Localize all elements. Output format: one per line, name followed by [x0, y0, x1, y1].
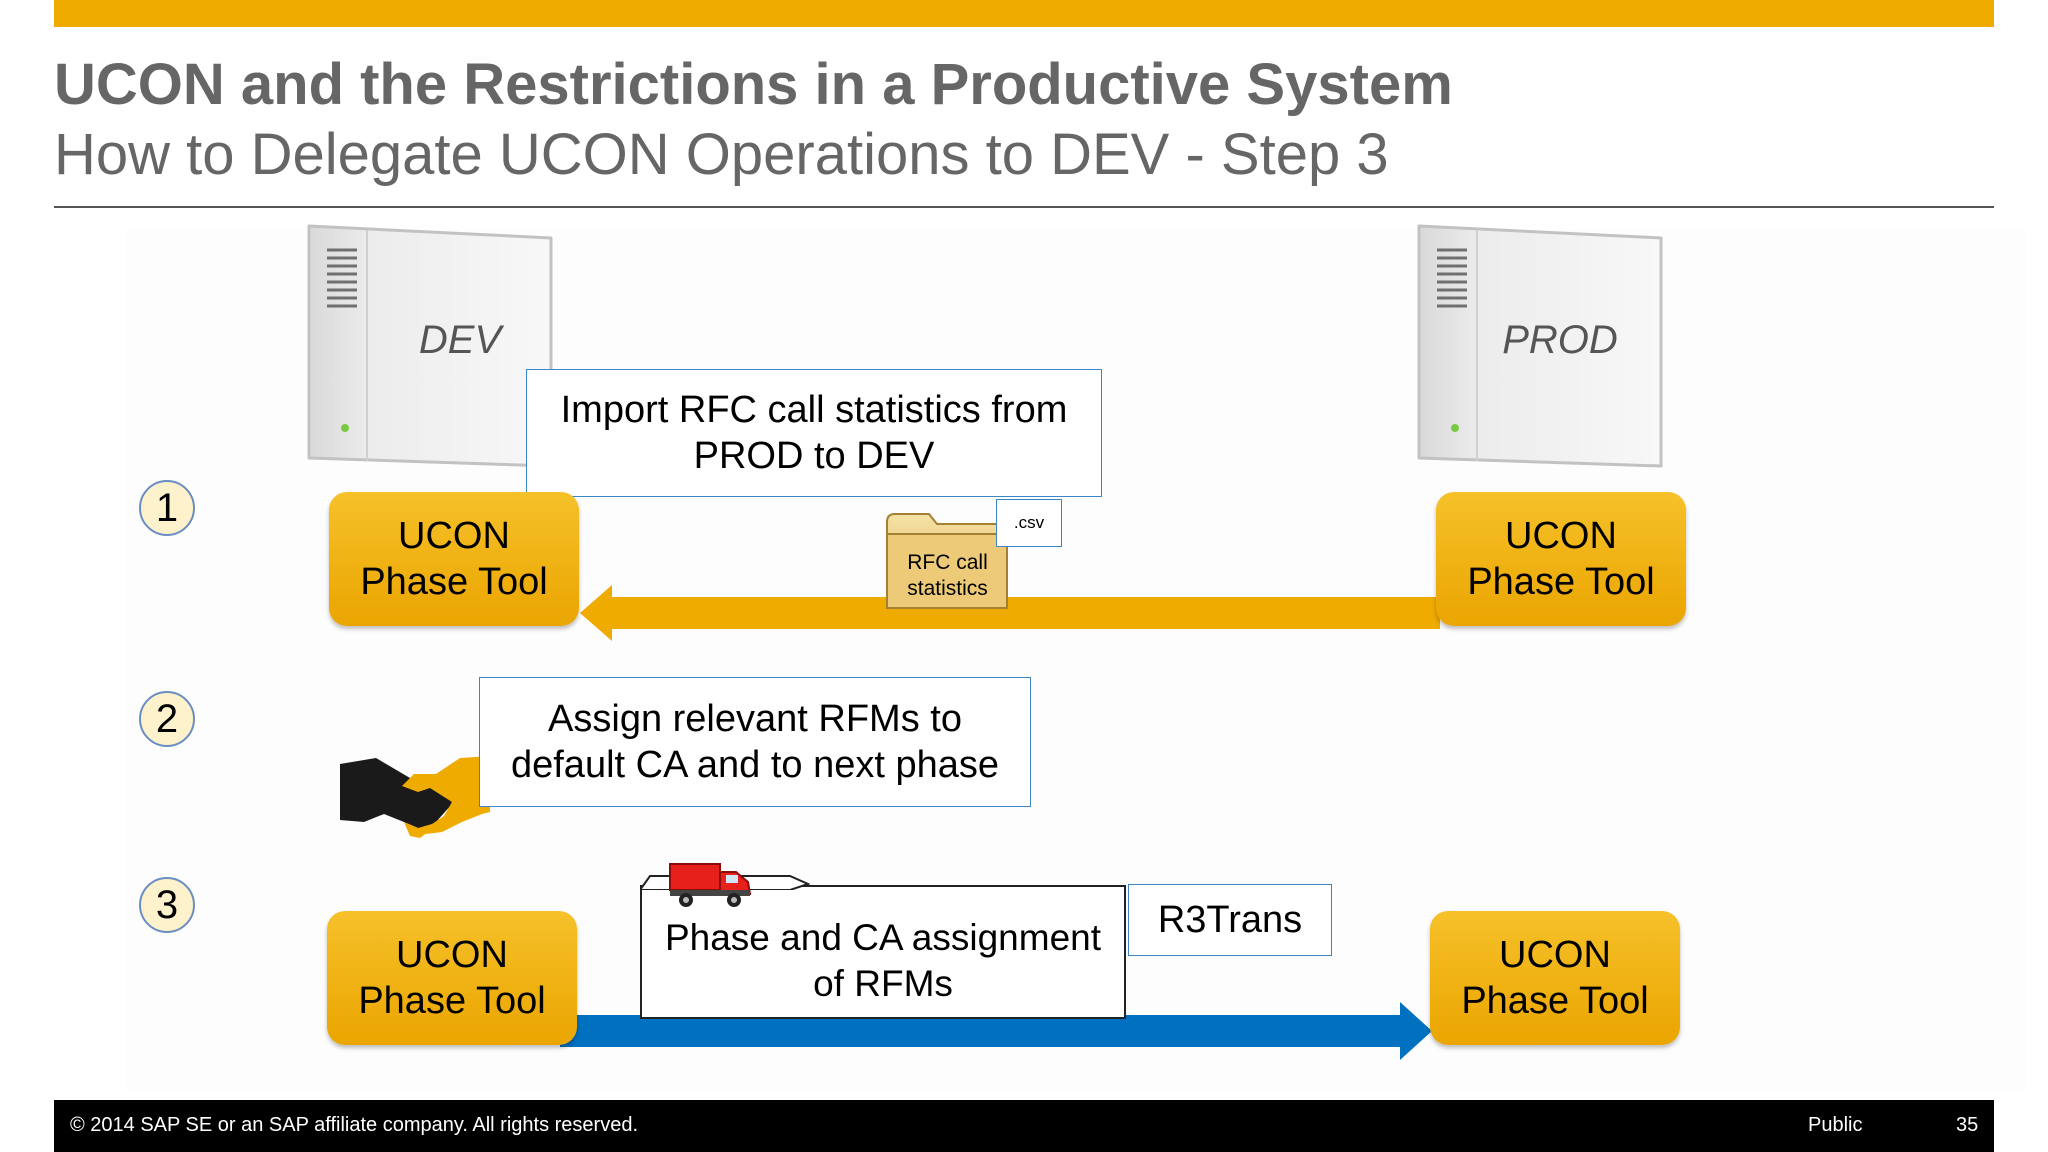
csv-file-tag: .csv: [996, 499, 1062, 547]
classification-label: Public: [1808, 1114, 1863, 1136]
copyright-text: © 2014 SAP SE or an SAP affiliate compan…: [70, 1114, 639, 1136]
step-2-callout: Assign relevant RFMs to default CA and t…: [479, 677, 1031, 807]
phase-tool-line-2: Phase Tool: [360, 561, 548, 603]
prod-phase-tool-step-3: UCON Phase Tool: [1430, 911, 1680, 1045]
phase-tool-line-1: UCON: [398, 515, 510, 557]
page-number: 35: [1956, 1114, 1979, 1136]
slide-subtitle: How to Delegate UCON Operations to DEV -…: [54, 122, 1389, 187]
server-tower-icon: [1417, 224, 1663, 468]
step-2-number: 2: [139, 691, 195, 747]
phase-tool-line-1: UCON: [396, 934, 508, 976]
phase-tool-line-1: UCON: [1505, 515, 1617, 557]
import-arrow: [580, 585, 1440, 641]
top-accent-bar: [54, 0, 1994, 27]
step-1-callout: Import RFC call statistics from PROD to …: [526, 369, 1102, 497]
folder-icon: [886, 513, 1008, 609]
step-1-number: 1: [139, 480, 195, 536]
rfc-statistics-folder: RFC call statistics: [885, 510, 1010, 612]
folder-label-line-2: statistics: [907, 577, 988, 600]
prod-phase-tool-step-1: UCON Phase Tool: [1436, 492, 1686, 626]
prod-server-label: PROD: [1502, 318, 1618, 362]
dev-server-label: DEV: [418, 318, 502, 362]
phase-tool-line-1: UCON: [1499, 934, 1611, 976]
r3trans-label: R3Trans: [1128, 884, 1332, 956]
step-1-callout-line-2: PROD to DEV: [693, 435, 935, 477]
phase-tool-line-2: Phase Tool: [1461, 980, 1649, 1022]
slide-title: UCON and the Restrictions in a Productiv…: [54, 52, 1453, 117]
transport-document-line-2: of RFMs: [813, 963, 953, 1004]
title-divider: [54, 206, 1994, 208]
handshake-icon: [340, 756, 490, 838]
phase-tool-line-2: Phase Tool: [358, 980, 546, 1022]
prod-server: [1415, 218, 1665, 470]
dev-phase-tool-step-1: UCON Phase Tool: [329, 492, 579, 626]
step-1-callout-line-1: Import RFC call statistics from: [560, 389, 1068, 431]
transport-document-line-1: Phase and CA assignment: [664, 917, 1102, 958]
folder-label-line-1: RFC call: [907, 551, 988, 574]
phase-tool-line-2: Phase Tool: [1467, 561, 1655, 603]
step-2-callout-line-1: Assign relevant RFMs to: [548, 698, 962, 740]
folder-label: RFC call statistics: [885, 550, 1010, 602]
transport-document: Phase and CA assignment of RFMs: [640, 885, 1126, 1019]
slide-footer: © 2014 SAP SE or an SAP affiliate compan…: [54, 1100, 1994, 1152]
truck-icon: [669, 863, 752, 907]
step-2-callout-line-2: default CA and to next phase: [510, 744, 1000, 786]
step-3-number: 3: [139, 877, 195, 933]
dev-phase-tool-step-3: UCON Phase Tool: [327, 911, 577, 1045]
